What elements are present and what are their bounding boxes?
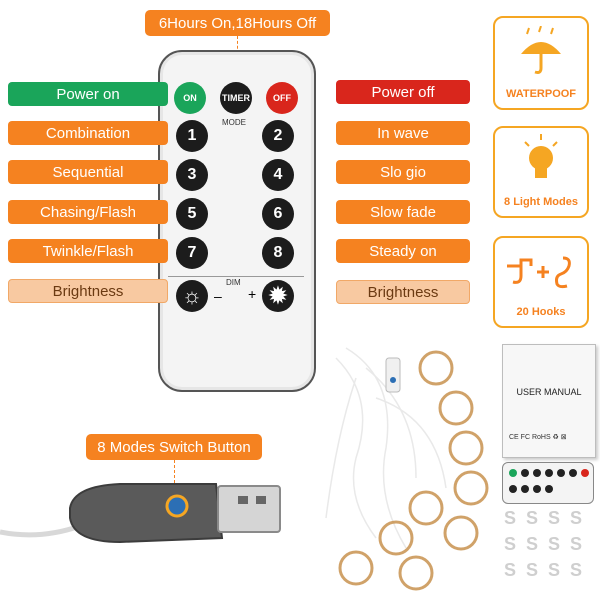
switch-connector	[174, 460, 175, 488]
small-remote-key	[533, 469, 541, 477]
key-3[interactable]: 3	[176, 159, 208, 191]
s-hook-icon: S	[570, 534, 583, 554]
s-hook-icon: S	[526, 508, 539, 528]
small-remote	[502, 462, 594, 504]
key-6[interactable]: 6	[262, 198, 294, 230]
mode-switch-button	[165, 494, 189, 518]
small-remote-key	[557, 469, 565, 477]
waterproof-box: WATERPOOF	[493, 16, 589, 110]
key-1[interactable]: 1	[176, 120, 208, 152]
key-4[interactable]: 4	[262, 159, 294, 191]
small-remote-on-button	[509, 469, 517, 477]
chasing-label: Chasing/Flash	[8, 200, 168, 224]
s-hook-icon: S	[548, 560, 561, 580]
s-hook-icon: S	[548, 534, 561, 554]
steady-on-label: Steady on	[336, 239, 470, 263]
remote-control: ON TIMER OFF MODE 1 2 3 4 5 6 7 8 DIM ☼ …	[158, 50, 316, 392]
small-remote-key	[509, 485, 517, 493]
mode-label: MODE	[222, 118, 246, 127]
s-hook-icon: S	[526, 534, 539, 554]
small-remote-off-button	[581, 469, 589, 477]
power-on-label: Power on	[8, 82, 168, 106]
waterproof-text: WATERPOOF	[505, 88, 577, 100]
small-remote-key	[545, 485, 553, 493]
combination-label: Combination	[8, 121, 168, 145]
dim-up-button[interactable]: ✹	[262, 280, 294, 312]
hooks-box: 20 Hooks	[493, 236, 589, 328]
key-2[interactable]: 2	[262, 120, 294, 152]
small-remote-key	[521, 469, 529, 477]
timer-label: 6Hours On,18Hours Off	[145, 10, 330, 36]
manual-cert-marks: CE FC RoHS ♻ ⊠	[509, 434, 567, 441]
sun-dim-icon: ☼	[181, 283, 203, 308]
s-hook-icon: S	[526, 560, 539, 580]
s-hook-icon: S	[548, 508, 561, 528]
key-7[interactable]: 7	[176, 237, 208, 269]
s-hook-icon: S	[570, 560, 583, 580]
brightness-up-label: Brightness	[336, 280, 470, 304]
s-hook-icon: S	[570, 508, 583, 528]
small-remote-key	[545, 469, 553, 477]
off-button[interactable]: OFF	[266, 82, 298, 114]
plus-sign: +	[248, 286, 257, 302]
s-hook-icon: S	[504, 560, 517, 580]
dim-label: DIM	[226, 278, 241, 287]
s-hooks: S S S S S S S S S S S S	[498, 508, 594, 594]
usb-switch-device	[0, 483, 281, 544]
s-hook-icon: S	[504, 508, 517, 528]
twinkle-label: Twinkle/Flash	[8, 239, 168, 263]
light-modes-box: 8 Light Modes	[493, 126, 589, 218]
brightness-down-label: Brightness	[8, 279, 168, 303]
manual-title: USER MANUAL	[516, 387, 582, 397]
light-modes-text: 8 Light Modes	[504, 196, 578, 208]
slow-fade-label: Slow fade	[336, 200, 470, 224]
minus-sign: –	[214, 288, 222, 304]
sun-bright-icon: ✹	[268, 283, 288, 308]
in-wave-label: In wave	[336, 121, 470, 145]
sequential-label: Sequential	[8, 160, 168, 184]
s-hook-icon: S	[504, 534, 517, 554]
light-strings-photo	[325, 347, 489, 591]
small-remote-key	[569, 469, 577, 477]
small-remote-key	[533, 485, 541, 493]
key-8[interactable]: 8	[262, 237, 294, 269]
switch-button-label: 8 Modes Switch Button	[86, 434, 262, 460]
key-5[interactable]: 5	[176, 198, 208, 230]
umbrella-icon	[521, 26, 561, 74]
timer-button[interactable]: TIMER	[220, 82, 252, 114]
small-remote-key	[521, 485, 529, 493]
bulb-icon	[524, 134, 558, 178]
dim-separator	[168, 276, 304, 277]
hooks-text: 20 Hooks	[516, 306, 566, 318]
power-off-label: Power off	[336, 80, 470, 104]
user-manual: USER MANUAL CE FC RoHS ♻ ⊠	[502, 344, 596, 458]
hook-icon	[507, 256, 571, 289]
on-button[interactable]: ON	[174, 82, 206, 114]
slo-gio-label: Slo gio	[336, 160, 470, 184]
dim-down-button[interactable]: ☼	[176, 280, 208, 312]
